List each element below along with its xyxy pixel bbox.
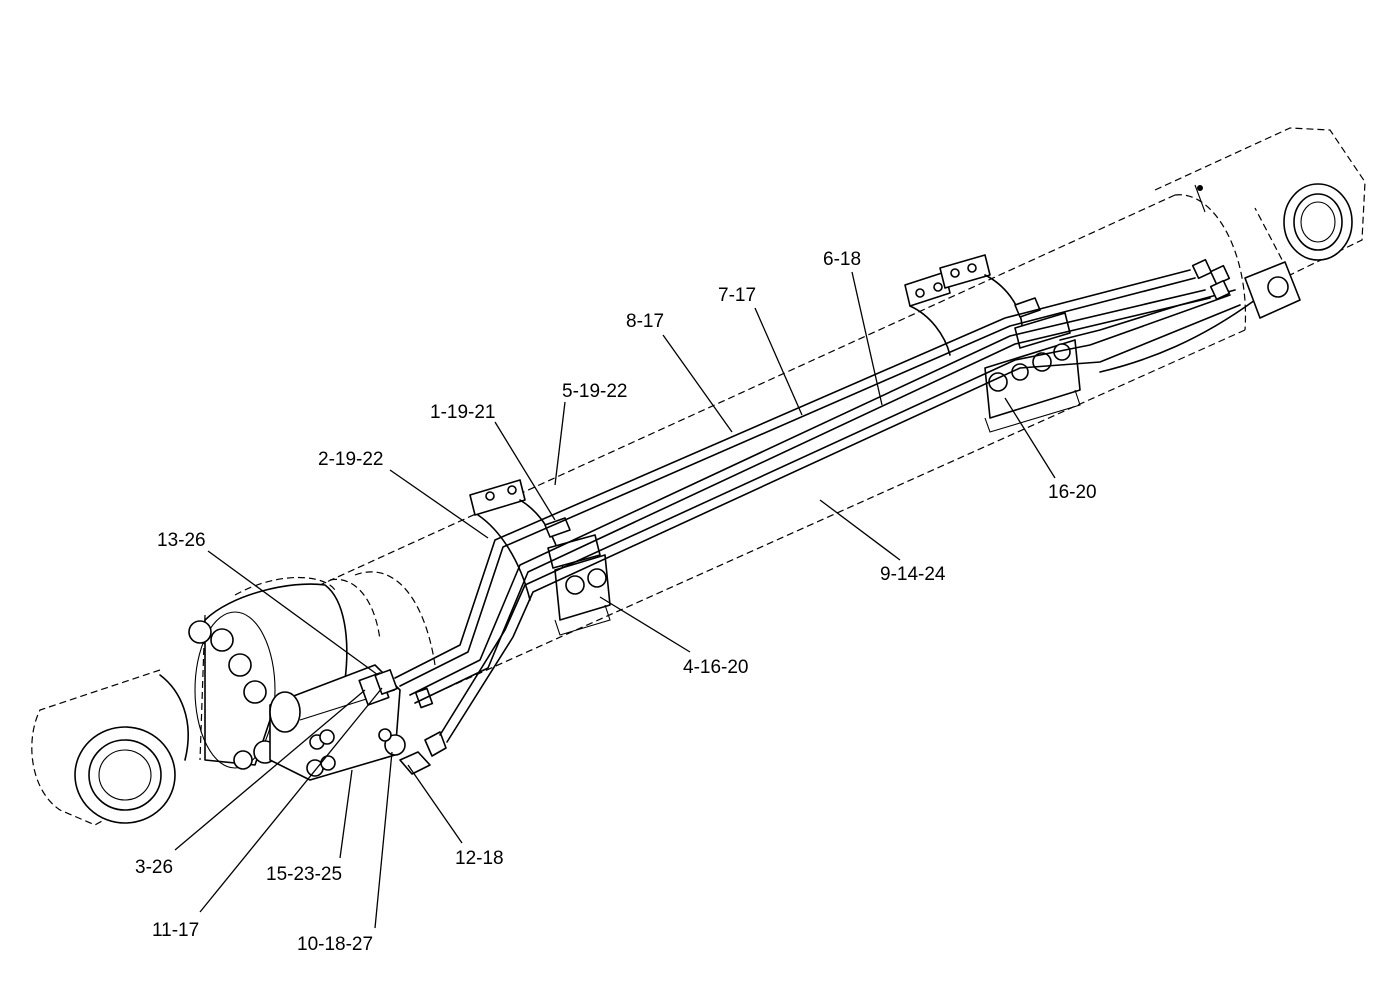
callout-10-18-27: 10-18-27 (297, 934, 373, 955)
head-end-eye (31, 669, 189, 826)
leader-3-26 (174, 689, 366, 851)
callout-7-17: 7-17 (718, 285, 756, 306)
rear-clamp (904, 254, 1081, 433)
leader-1-19-21 (494, 421, 556, 521)
callout-labels: 6-18 7-17 8-17 5-19-22 1-19-21 2-19-22 1… (135, 249, 1097, 955)
leader-5-19-22 (554, 401, 566, 486)
leader-16-20 (1004, 397, 1056, 479)
valve-block (269, 664, 447, 781)
leader-10-18-27 (374, 751, 393, 929)
hydraulic-pipes (394, 269, 1256, 743)
callout-2-19-22: 2-19-22 (318, 449, 384, 470)
callout-12-18: 12-18 (455, 848, 504, 869)
callout-13-26: 13-26 (157, 530, 206, 551)
leader-13-26 (207, 550, 379, 676)
callout-8-17: 8-17 (626, 311, 664, 332)
rod-end-eye (1154, 127, 1366, 276)
leader-2-19-22 (389, 469, 489, 539)
leader-8-17 (662, 334, 733, 433)
front-clamp (469, 479, 611, 636)
leader-15-23-25 (339, 769, 353, 859)
head-bolts (188, 620, 277, 770)
leader-6-18 (851, 271, 883, 406)
callout-11-17: 11-17 (152, 920, 199, 941)
leader-lines (174, 271, 1056, 929)
callout-1-19-21: 1-19-21 (430, 402, 496, 423)
callout-16-20: 16-20 (1048, 482, 1097, 503)
callout-9-14-24: 9-14-24 (880, 564, 946, 585)
leader-11-17 (199, 687, 383, 913)
leader-4-16-20 (599, 596, 691, 653)
callout-4-16-20: 4-16-20 (683, 657, 749, 678)
callout-5-19-22: 5-19-22 (562, 381, 628, 402)
pipe-fittings-rod-end (1191, 258, 1301, 319)
callout-15-23-25: 15-23-25 (266, 864, 342, 885)
callout-6-18: 6-18 (823, 249, 861, 270)
callout-3-26: 3-26 (135, 857, 173, 878)
leader-12-18 (407, 764, 463, 844)
leader-7-17 (754, 307, 803, 416)
cylinder-barrel (319, 194, 1247, 701)
leader-9-14-24 (819, 499, 901, 561)
